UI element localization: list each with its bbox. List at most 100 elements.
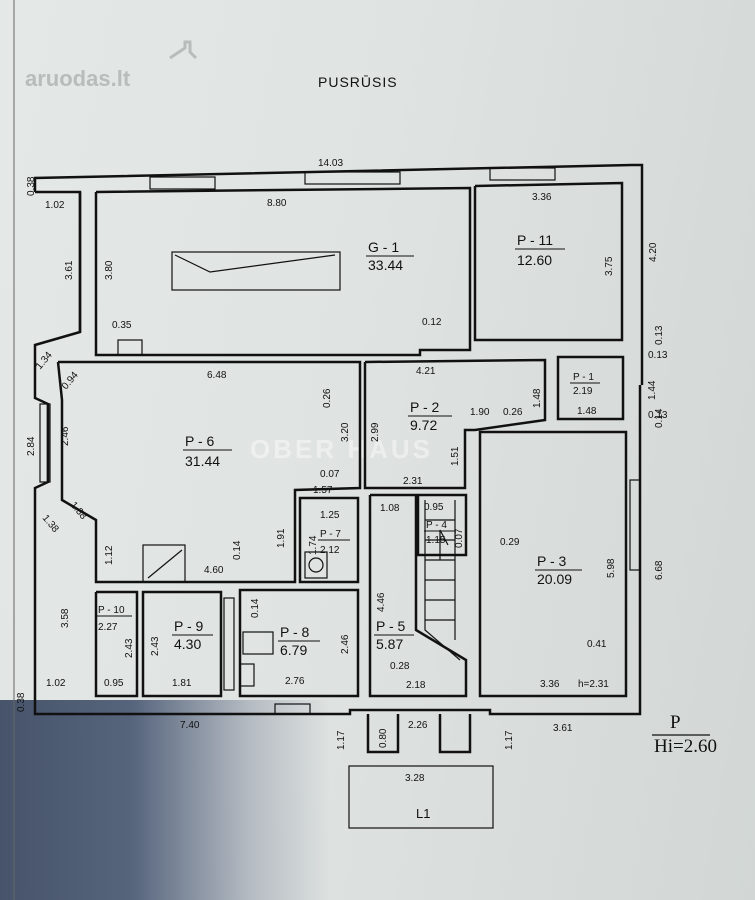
dimension: 0.26 bbox=[322, 388, 333, 408]
floor-height-label: P Hi=2.60 bbox=[652, 712, 717, 757]
room-area: 2.27 bbox=[98, 622, 118, 633]
toilet-bowl bbox=[308, 557, 324, 573]
window bbox=[629, 479, 641, 571]
dimension: 3.75 bbox=[604, 256, 615, 276]
dimension: 2.31 bbox=[403, 476, 423, 487]
window bbox=[489, 167, 556, 181]
dimension: 1.57 bbox=[313, 485, 333, 496]
dimension: 1.17 bbox=[336, 730, 347, 750]
windows bbox=[39, 167, 641, 715]
dimension: 6.48 bbox=[207, 370, 227, 381]
aruodas-logo: aruodas.lt bbox=[25, 40, 198, 91]
dimension: 6.68 bbox=[654, 560, 665, 580]
dimension: 1.17 bbox=[504, 730, 515, 750]
house-icon bbox=[169, 40, 198, 60]
dimension: 0.28 bbox=[390, 661, 410, 672]
dimension: 0.07 bbox=[320, 469, 340, 480]
dimension: 0.13 bbox=[648, 410, 668, 421]
dimension: 1.02 bbox=[46, 678, 66, 689]
toilet bbox=[304, 551, 328, 579]
porch-l1 bbox=[348, 765, 494, 829]
dimension: 2.43 bbox=[124, 638, 135, 658]
dimension: 2.99 bbox=[370, 422, 381, 442]
dimension: 1.34 bbox=[34, 350, 55, 372]
room-area: 5.87 bbox=[376, 636, 403, 652]
dimension: 0.80 bbox=[378, 728, 389, 748]
room-id: P - 11 bbox=[517, 232, 553, 248]
dimension: 0.26 bbox=[503, 407, 523, 418]
room-area: 1.15 bbox=[426, 535, 446, 546]
room-id: P - 4 bbox=[426, 520, 447, 531]
window bbox=[304, 171, 401, 185]
dimension: 0.38 bbox=[16, 692, 27, 712]
dimension: 1.91 bbox=[276, 528, 287, 548]
room-area: 9.72 bbox=[410, 417, 437, 433]
dimension: 1.51 bbox=[450, 446, 461, 466]
dimension: 0.29 bbox=[500, 537, 520, 548]
svg-text:aruodas.lt: aruodas.lt bbox=[25, 66, 131, 91]
staircase bbox=[424, 500, 461, 661]
label-rules bbox=[96, 248, 600, 642]
dimension: 0.38 bbox=[26, 176, 37, 196]
vehicle-pit bbox=[171, 251, 341, 291]
dimension: 5.98 bbox=[606, 558, 617, 578]
dimension: 0.07 bbox=[454, 528, 465, 548]
dimension: 0.12 bbox=[422, 317, 442, 328]
plan-title: PUSRŪSIS bbox=[318, 74, 398, 90]
room-id: P - 9 bbox=[174, 618, 204, 634]
window bbox=[274, 703, 311, 715]
dimension: 2.18 bbox=[406, 680, 426, 691]
boiler bbox=[142, 544, 186, 583]
dimension: 4.21 bbox=[416, 366, 436, 377]
dimension: 3.61 bbox=[64, 260, 75, 280]
room-id: P - 7 bbox=[320, 529, 341, 540]
dimension: 2.76 bbox=[285, 676, 305, 687]
room-id: P - 6 bbox=[185, 433, 215, 449]
dimension: 1.90 bbox=[470, 407, 490, 418]
dimension: 3.28 bbox=[405, 773, 425, 784]
room-id: G - 1 bbox=[368, 239, 399, 255]
dimension: 7.40 bbox=[180, 720, 200, 731]
dimension: 1.81 bbox=[172, 678, 192, 689]
room-id: P - 8 bbox=[280, 624, 310, 640]
room-area: 6.79 bbox=[280, 642, 307, 658]
interior-walls bbox=[56, 181, 628, 829]
dimension: 1.48 bbox=[532, 388, 543, 408]
fixtures bbox=[117, 251, 341, 691]
floor-height: Hi=2.60 bbox=[654, 736, 717, 757]
room-id: P - 3 bbox=[537, 553, 567, 569]
dimension: 0.14 bbox=[232, 540, 243, 560]
dimension: 0.13 bbox=[648, 350, 668, 361]
dimension: 1.08 bbox=[380, 503, 400, 514]
dimension: 1.02 bbox=[45, 200, 65, 211]
dimension: 0.14 bbox=[250, 598, 261, 618]
dimension: 1.25 bbox=[320, 510, 340, 521]
room-id: L1 bbox=[416, 806, 430, 821]
dimension: 0.14 bbox=[654, 408, 665, 428]
room-id: P - 5 bbox=[376, 618, 406, 634]
pit-slope bbox=[174, 254, 336, 273]
room-labels: G - 1 33.44 P - 11 12.60 P - 1 2.19 P - … bbox=[98, 232, 594, 821]
dimension: 3.80 bbox=[104, 260, 115, 280]
dimension: 3.36 bbox=[532, 192, 552, 203]
room-area: 2.12 bbox=[320, 545, 340, 556]
shelving bbox=[223, 597, 235, 691]
window bbox=[39, 403, 51, 483]
drain bbox=[117, 339, 143, 356]
dimension: 0.95 bbox=[424, 502, 444, 513]
dimension: 0.13 bbox=[654, 325, 665, 345]
dimension: 1.12 bbox=[104, 545, 115, 565]
dimension: 0.41 bbox=[587, 639, 607, 650]
room-area: 2.19 bbox=[573, 386, 593, 397]
window bbox=[149, 176, 216, 190]
room-id: P - 1 bbox=[573, 372, 594, 383]
dimension: 2.84 bbox=[26, 436, 37, 456]
dimension: 2.26 bbox=[408, 720, 428, 731]
dimension: 3.20 bbox=[340, 422, 351, 442]
dimension: h=2.31 bbox=[578, 679, 609, 690]
dimension: 1.38 bbox=[68, 500, 89, 522]
photo-shadow bbox=[0, 700, 330, 900]
dimension: 1.38 bbox=[40, 513, 61, 535]
